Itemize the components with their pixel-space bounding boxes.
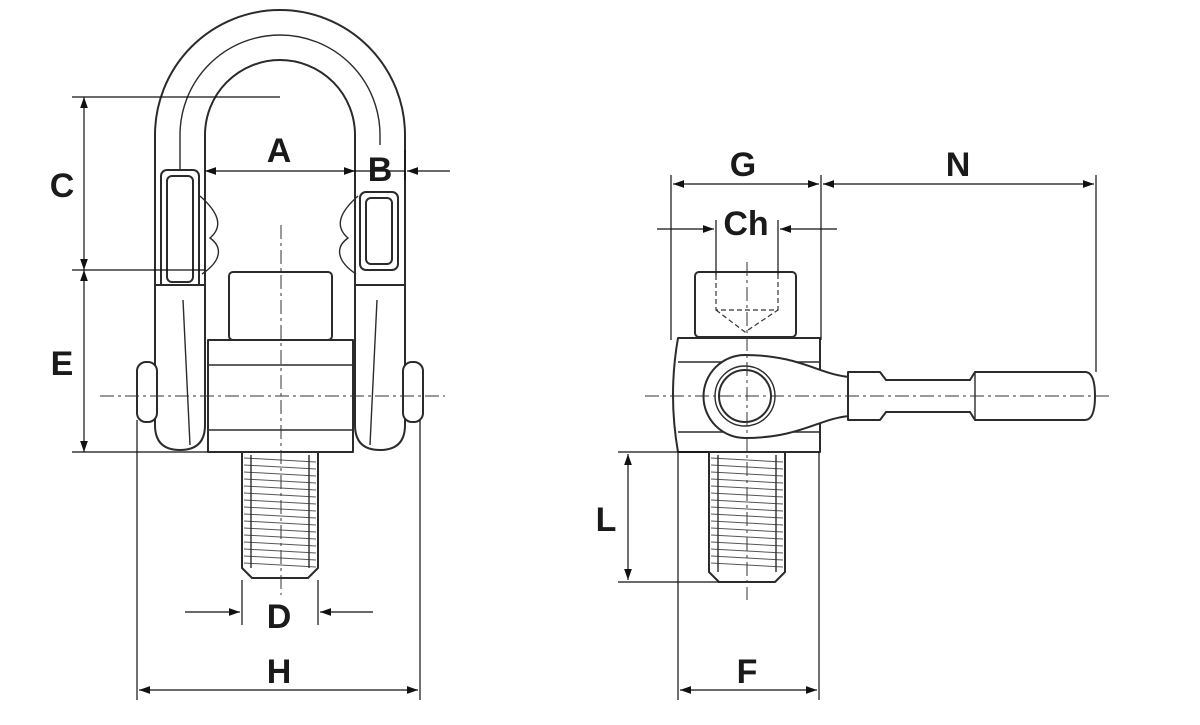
label-G: G [730,146,756,184]
left-slot [166,175,194,283]
side-view [645,262,1110,600]
front-view [100,9,445,595]
thread-line [710,499,784,505]
label-B: B [368,151,393,189]
label-D: D [267,598,292,636]
left-pin-head [136,361,158,423]
label-A: A [267,132,292,170]
thread-line [243,534,317,540]
threaded-bolt [241,451,319,579]
right-spring-clip [338,195,359,275]
thread-line [243,464,317,470]
thread-line [243,506,317,512]
right-leg [354,284,406,451]
thread-line [243,527,317,533]
bail-inner-edge [179,34,381,200]
label-H: H [267,653,292,691]
right-leg-shade [369,299,378,446]
thread-line [243,485,317,491]
thread-line [243,478,317,484]
thread-line [243,492,317,498]
thread-line [243,562,317,568]
bail-outline [154,9,406,291]
side-dimensions [618,175,1097,700]
label-L: L [596,501,617,539]
thread-line [243,520,317,526]
side-hex-nut [694,271,797,338]
right-slot [365,197,393,265]
thread-line [243,457,317,463]
right-pin-head [402,361,424,423]
label-F: F [737,653,758,691]
thread-line [243,541,317,547]
label-C: C [50,167,75,205]
bolt-threads [243,457,317,568]
thread-line [243,499,317,505]
thread-line [243,513,317,519]
left-leg-shade [182,299,191,446]
thread-line [710,457,784,463]
dimension-labels: A B C E D H G N Ch L F [50,132,971,691]
label-E: E [51,345,74,383]
thread-line [710,506,784,512]
front-dimensions [72,96,450,700]
label-N: N [946,146,971,184]
label-Ch: Ch [723,205,768,243]
thread-line [243,555,317,561]
left-spring-clip [199,195,220,275]
thread-line [243,548,317,554]
left-leg [154,284,206,451]
thread-line [243,471,317,477]
